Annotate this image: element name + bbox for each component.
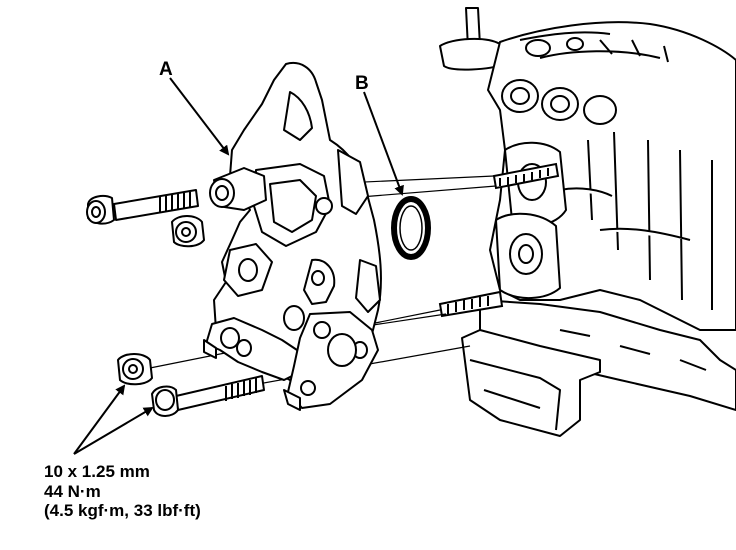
o-ring-seal	[391, 196, 431, 260]
flange-nut-upper	[170, 215, 206, 248]
callout-leaders	[73, 77, 404, 455]
callout-label-a: A	[159, 59, 173, 80]
torque-spec-nm: 44 N·m	[44, 481, 101, 501]
block-stud-upper	[492, 162, 560, 190]
torque-spec: 10 x 1.25 mm 44 N·m (4.5 kgf·m, 33 lbf·f…	[44, 462, 201, 521]
engine-block	[439, 7, 736, 437]
spec-leader-nut	[73, 384, 126, 455]
callout-a-leader	[169, 77, 230, 156]
block-stud-lower	[438, 290, 504, 318]
flange-nut-lower	[116, 353, 154, 386]
torque-spec-alt: (4.5 kgf·m, 33 lbf·ft)	[44, 501, 201, 520]
spec-leader-bolt	[73, 406, 154, 455]
callout-label-b: B	[355, 73, 369, 94]
callout-b-leader	[363, 91, 404, 196]
long-bolt-lower	[151, 375, 265, 417]
torque-spec-size: 10 x 1.25 mm	[44, 462, 150, 481]
long-bolt-upper	[86, 189, 199, 225]
engine-mount-bracket	[203, 62, 382, 411]
